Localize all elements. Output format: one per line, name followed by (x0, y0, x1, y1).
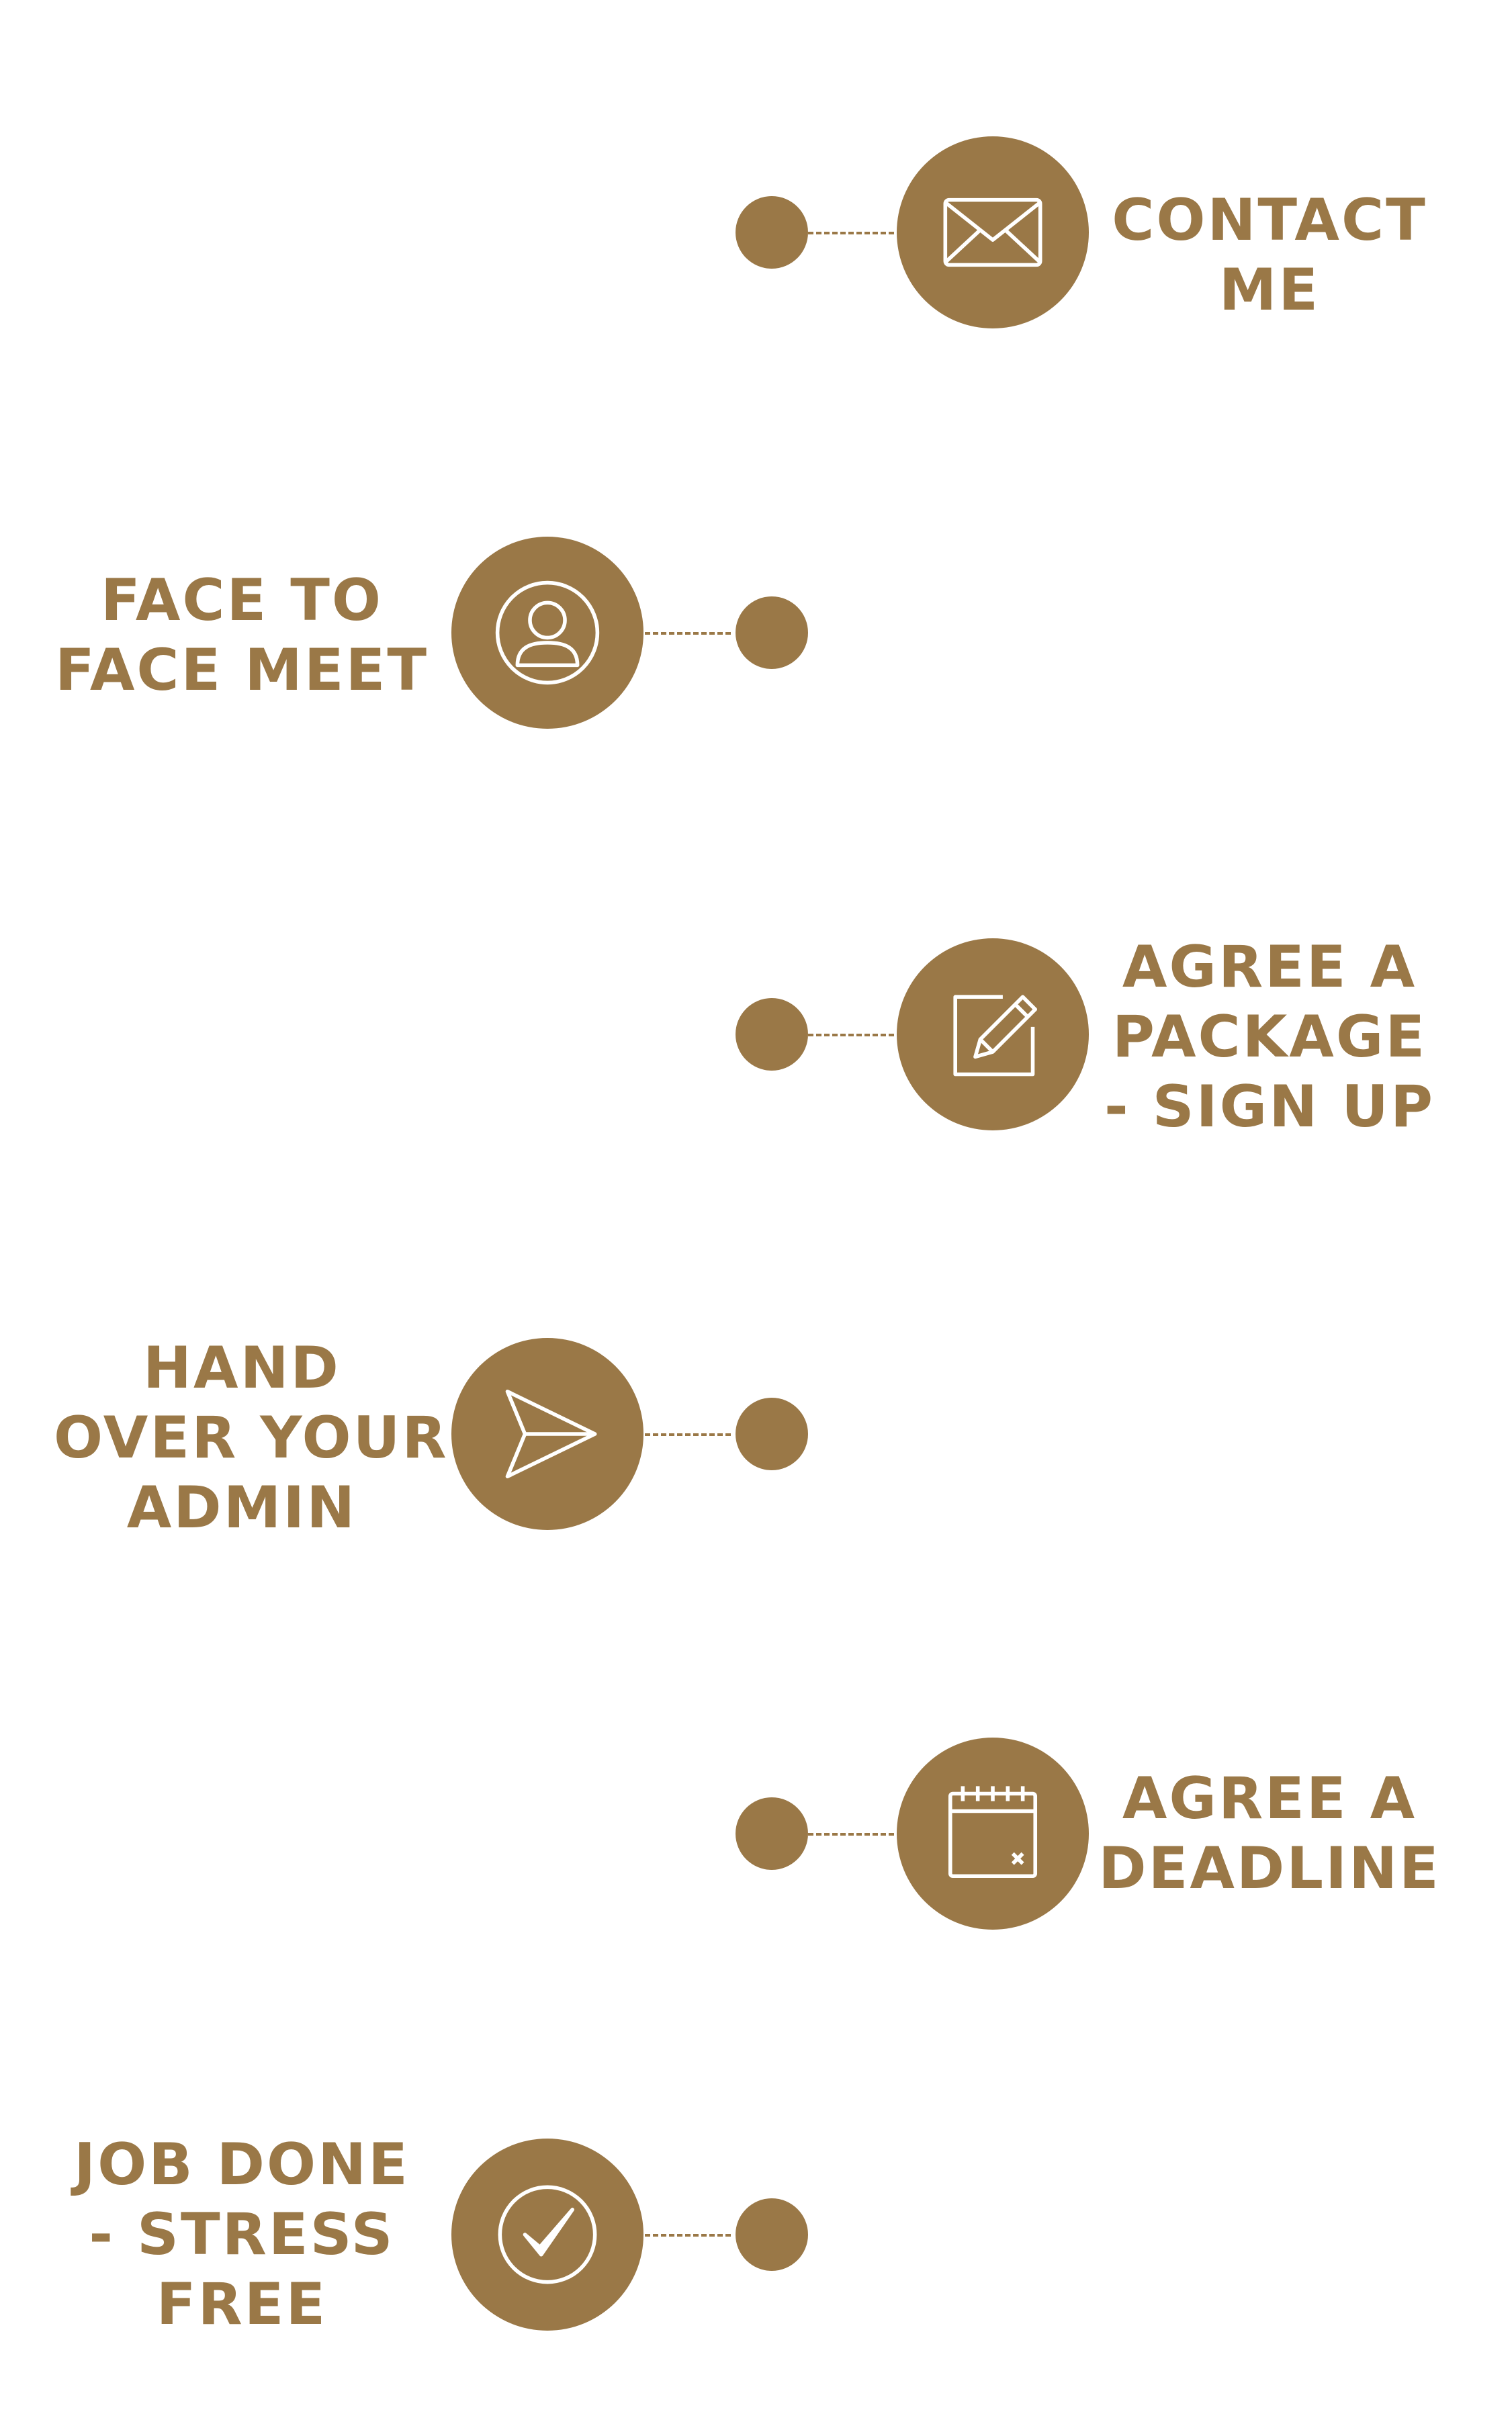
step-label-line: DEADLINE (1098, 1835, 1441, 1902)
dashed-connector (808, 1833, 894, 1836)
timeline-node-dot (736, 1398, 808, 1470)
timeline-node-dot (736, 1797, 808, 1870)
step-agree-a-package: AGREE A PACKAGE - SIGN UP (0, 934, 1512, 1140)
envelope-icon (897, 136, 1089, 328)
step-label: HAND OVER YOUR ADMIN (54, 1333, 449, 1543)
step-hand-over-your-admin: HAND OVER YOUR ADMIN (0, 1333, 1512, 1541)
step-agree-a-deadline: AGREE A DEADLINE (0, 1733, 1512, 1934)
dashed-connector (645, 1433, 731, 1436)
timeline-node-dot (736, 196, 808, 269)
step-label-line: OVER YOUR (54, 1404, 449, 1472)
step-label: FACE TO FACE MEET (54, 566, 430, 705)
step-face-to-face-meet: FACE TO FACE MEET (0, 532, 1512, 733)
timeline-node-dot (736, 2198, 808, 2271)
step-label-line: JOB DONE (74, 2131, 410, 2198)
timeline-node-dot (736, 998, 808, 1071)
step-label-line: FACE TO (100, 567, 383, 634)
checkmark-icon (451, 2139, 643, 2331)
step-label-line: HAND (143, 1335, 341, 1402)
edit-pencil-icon (897, 938, 1089, 1130)
dashed-connector (808, 232, 894, 234)
dashed-connector (808, 1034, 894, 1036)
step-label-line: AGREE A (1122, 934, 1417, 1001)
step-job-done-stress-free: JOB DONE - STRESS FREE (0, 2131, 1512, 2338)
calendar-icon (897, 1738, 1089, 1930)
step-label: JOB DONE - STRESS FREE (54, 2130, 430, 2339)
dashed-connector (645, 632, 731, 635)
step-label-line: AGREE A (1122, 1765, 1417, 1832)
step-label-line: - SIGN UP (1104, 1073, 1435, 1140)
step-label-line: FACE MEET (55, 637, 429, 704)
paper-plane-icon (451, 1338, 643, 1530)
step-label-line: CONTACT (1112, 187, 1427, 254)
step-label: AGREE A PACKAGE - SIGN UP (1081, 932, 1458, 1142)
user-avatar-icon (451, 537, 643, 729)
step-label-line: - STRESS (89, 2201, 395, 2268)
step-label: AGREE A DEADLINE (1081, 1764, 1458, 1903)
step-label-line: ADMIN (126, 1474, 357, 1541)
timeline-node-dot (736, 596, 808, 669)
step-contact-me: CONTACT ME (0, 132, 1512, 333)
step-label-line: FREE (156, 2271, 328, 2338)
step-label-line: ME (1218, 257, 1321, 324)
step-label: CONTACT ME (1081, 185, 1458, 325)
dashed-connector (645, 2234, 731, 2237)
step-label-line: PACKAGE (1112, 1003, 1427, 1071)
